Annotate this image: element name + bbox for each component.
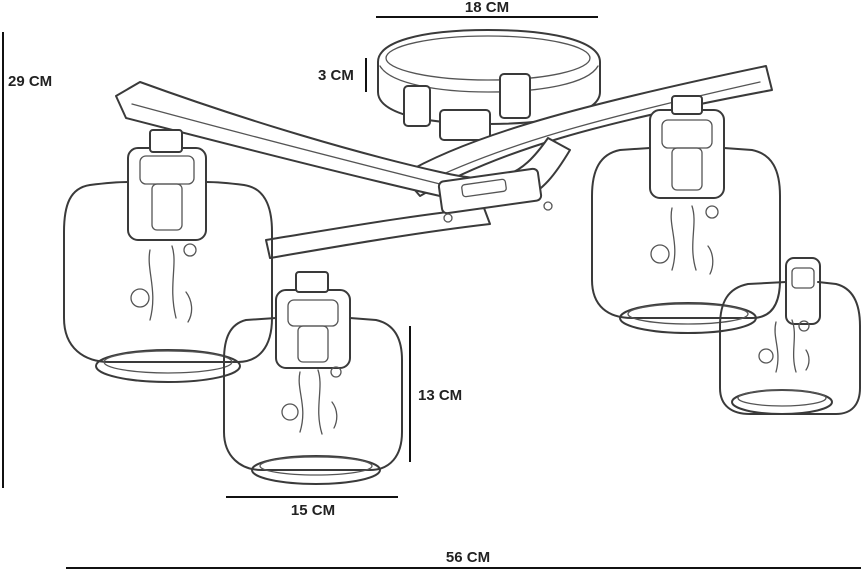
canopy: [377, 29, 601, 141]
dim-label-shade-width: 15 CM: [291, 502, 335, 519]
shade-left: [63, 181, 273, 383]
shade-front-center: [223, 317, 403, 485]
socket-front-center: [275, 271, 351, 369]
dim-label-shade-height: 13 CM: [418, 387, 462, 404]
dim-label-canopy-height: 3 CM: [318, 67, 354, 84]
shade-far-right: [719, 281, 861, 415]
lamp-drawing: [63, 29, 861, 485]
arm-front: [115, 81, 571, 259]
dim-label-total-width: 56 CM: [446, 549, 490, 566]
shade-right: [591, 147, 781, 334]
socket-left: [127, 129, 207, 241]
socket-far-right: [785, 257, 821, 325]
socket-right: [649, 95, 725, 199]
dim-label-total-height: 29 CM: [8, 73, 52, 90]
dim-label-top-width: 18 CM: [465, 0, 509, 16]
